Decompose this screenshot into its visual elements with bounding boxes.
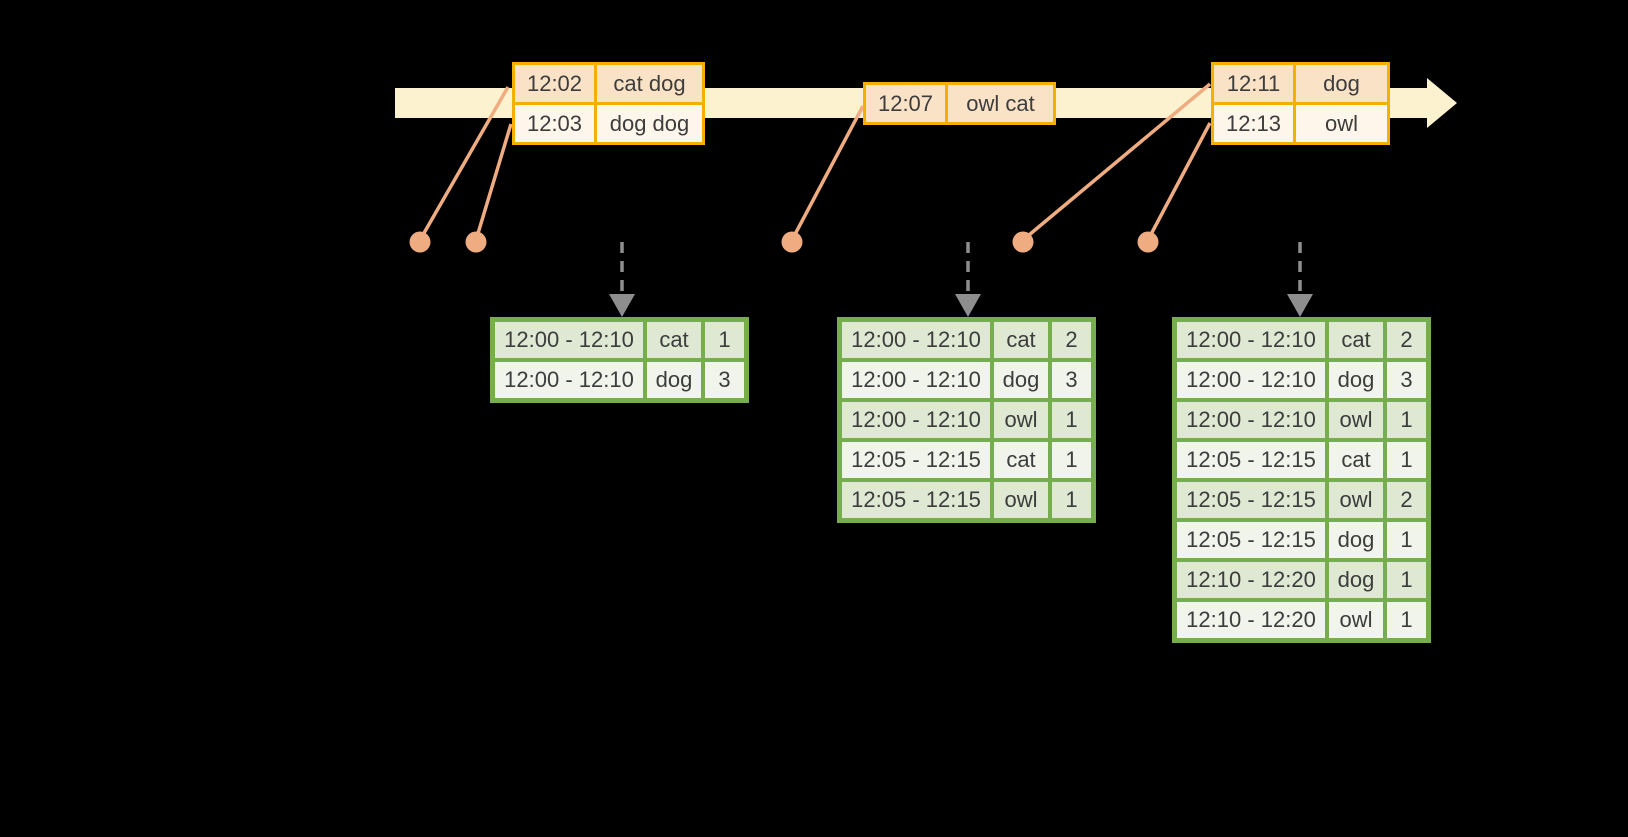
window-cell: 12:05 - 12:15 [1172, 438, 1329, 482]
window-cell: 12:00 - 12:10 [490, 358, 647, 403]
event-dot [409, 231, 431, 253]
event-words-cell: dog [1293, 62, 1390, 105]
count-cell: 1 [1048, 478, 1096, 523]
event-words-cell: owl [1293, 102, 1390, 145]
count-cell: 1 [1383, 558, 1431, 602]
event-connector-line [418, 86, 510, 241]
count-cell: 1 [1048, 438, 1096, 482]
table-row: 12:05 - 12:15 cat 1 [837, 438, 1096, 482]
input-batch-table-2: 12:07 owl cat [863, 82, 1056, 125]
word-cell: owl [1325, 398, 1387, 442]
event-dot [1137, 231, 1159, 253]
event-words-cell: owl cat [945, 82, 1056, 125]
event-connector-line [1021, 82, 1212, 242]
word-cell: owl [990, 398, 1052, 442]
count-cell: 3 [1048, 358, 1096, 402]
trigger-arrowhead-icon [609, 294, 635, 317]
table-row: 12:02 cat dog [512, 62, 705, 105]
count-cell: 3 [1383, 358, 1431, 402]
count-cell: 1 [1383, 398, 1431, 442]
trigger-arrowhead-icon [955, 294, 981, 317]
window-cell: 12:05 - 12:15 [1172, 478, 1329, 522]
word-cell: cat [990, 317, 1052, 362]
event-time-cell: 12:03 [512, 102, 597, 145]
result-table-2: 12:00 - 12:10 cat 2 12:00 - 12:10 dog 3 … [837, 317, 1096, 523]
table-row: 12:07 owl cat [863, 82, 1056, 125]
event-connector-line [790, 105, 865, 241]
word-cell: owl [1325, 598, 1387, 643]
event-words-cell: cat dog [594, 62, 705, 105]
window-cell: 12:05 - 12:15 [1172, 518, 1329, 562]
word-cell: dog [643, 358, 705, 403]
table-row: 12:00 - 12:10 owl 1 [837, 398, 1096, 442]
event-connector-line [474, 123, 513, 241]
table-row: 12:10 - 12:20 dog 1 [1172, 558, 1431, 602]
table-row: 12:11 dog [1211, 62, 1390, 105]
result-table-3: 12:00 - 12:10 cat 2 12:00 - 12:10 dog 3 … [1172, 317, 1431, 643]
event-time-cell: 12:13 [1211, 102, 1296, 145]
table-row: 12:13 owl [1211, 102, 1390, 145]
table-row: 12:00 - 12:10 dog 3 [1172, 358, 1431, 402]
event-dot [465, 231, 487, 253]
count-cell: 1 [1048, 398, 1096, 442]
word-cell: owl [1325, 478, 1387, 522]
window-cell: 12:00 - 12:10 [1172, 398, 1329, 442]
table-row: 12:05 - 12:15 owl 1 [837, 478, 1096, 523]
event-dot [1012, 231, 1034, 253]
word-cell: cat [1325, 438, 1387, 482]
timeline-arrowhead-icon [1427, 78, 1457, 128]
window-cell: 12:10 - 12:20 [1172, 558, 1329, 602]
event-time-cell: 12:07 [863, 82, 948, 125]
count-cell: 1 [1383, 438, 1431, 482]
table-row: 12:05 - 12:15 owl 2 [1172, 478, 1431, 522]
table-row: 12:00 - 12:10 dog 3 [490, 358, 749, 403]
table-row: 12:00 - 12:10 cat 2 [837, 317, 1096, 362]
window-cell: 12:00 - 12:10 [490, 317, 647, 362]
table-row: 12:03 dog dog [512, 102, 705, 145]
count-cell: 1 [1383, 598, 1431, 643]
trigger-arrowhead-icon [1287, 294, 1313, 317]
table-row: 12:05 - 12:15 cat 1 [1172, 438, 1431, 482]
word-cell: dog [1325, 558, 1387, 602]
window-cell: 12:00 - 12:10 [1172, 358, 1329, 402]
input-batch-table-1: 12:02 cat dog 12:03 dog dog [512, 62, 705, 145]
word-cell: owl [990, 478, 1052, 523]
word-cell: cat [990, 438, 1052, 482]
table-row: 12:05 - 12:15 dog 1 [1172, 518, 1431, 562]
event-time-cell: 12:11 [1211, 62, 1296, 105]
count-cell: 1 [1383, 518, 1431, 562]
window-cell: 12:10 - 12:20 [1172, 598, 1329, 643]
word-cell: dog [990, 358, 1052, 402]
input-batch-table-3: 12:11 dog 12:13 owl [1211, 62, 1390, 145]
table-row: 12:00 - 12:10 dog 3 [837, 358, 1096, 402]
event-words-cell: dog dog [594, 102, 705, 145]
word-cell: cat [643, 317, 705, 362]
window-cell: 12:05 - 12:15 [837, 478, 994, 523]
event-dot [781, 231, 803, 253]
table-row: 12:00 - 12:10 cat 2 [1172, 317, 1431, 362]
window-cell: 12:05 - 12:15 [837, 438, 994, 482]
count-cell: 3 [701, 358, 749, 403]
word-cell: dog [1325, 358, 1387, 402]
window-cell: 12:00 - 12:10 [837, 317, 994, 362]
event-connector-line [1146, 122, 1212, 241]
table-row: 12:00 - 12:10 owl 1 [1172, 398, 1431, 442]
count-cell: 1 [701, 317, 749, 362]
result-table-1: 12:00 - 12:10 cat 1 12:00 - 12:10 dog 3 [490, 317, 749, 403]
event-time-cell: 12:02 [512, 62, 597, 105]
count-cell: 2 [1383, 478, 1431, 522]
window-cell: 12:00 - 12:10 [837, 358, 994, 402]
table-row: 12:00 - 12:10 cat 1 [490, 317, 749, 362]
count-cell: 2 [1048, 317, 1096, 362]
count-cell: 2 [1383, 317, 1431, 362]
word-cell: dog [1325, 518, 1387, 562]
word-cell: cat [1325, 317, 1387, 362]
table-row: 12:10 - 12:20 owl 1 [1172, 598, 1431, 643]
window-cell: 12:00 - 12:10 [1172, 317, 1329, 362]
window-cell: 12:00 - 12:10 [837, 398, 994, 442]
